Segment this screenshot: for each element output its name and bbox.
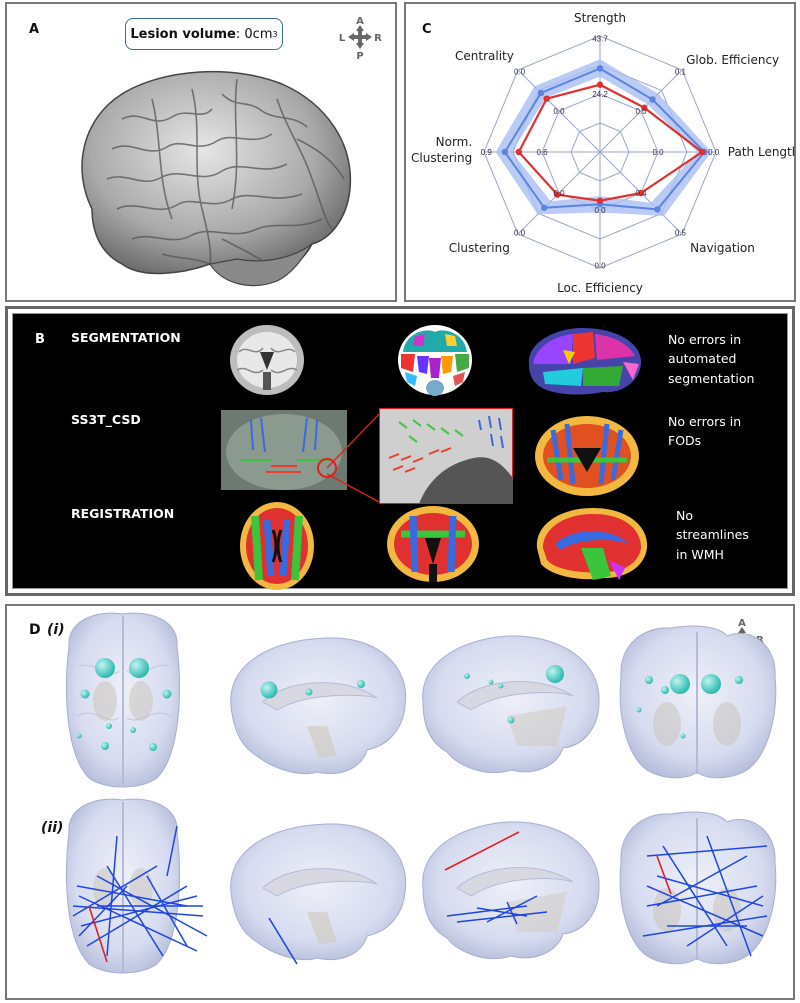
radar-axis-label: Path Length <box>728 145 794 159</box>
registration-note-line: in WMH <box>676 546 724 562</box>
radar-series-point <box>596 197 604 204</box>
radar-series-point <box>654 206 661 213</box>
segmentation-note-line: automated <box>668 351 737 367</box>
radar-series-point <box>554 191 561 198</box>
panel-d-sub-ii: (ii) <box>41 820 64 836</box>
section-ss3t-csd-title: SS3T_CSD <box>71 412 141 427</box>
radar-tick-label: 0.0 <box>514 68 526 77</box>
coronal-brain-ii <box>619 811 777 965</box>
radar-axis-label: Glob. Efficiency <box>686 53 779 67</box>
compass-arrows-icon: A P L R <box>339 16 382 62</box>
radar-axis-label: Strength <box>574 11 626 25</box>
registration-note: No streamlines in WMH <box>676 506 749 564</box>
ss3t-note-line: No errors in <box>668 414 742 429</box>
ss3t-note: No errors in FODs <box>668 412 741 451</box>
glass-brain-network-figure <box>66 612 777 974</box>
fod-zoom-image <box>379 408 513 504</box>
radar-series-point <box>637 189 645 197</box>
fod-zoom-lines <box>326 409 384 505</box>
compass-p: P <box>356 51 363 60</box>
panel-a-label: A <box>29 22 40 37</box>
radar-chart: 43.7 24.2 0.1 0.0 0.0 0.0 0.5 0.4 0.0 0.0 0.0 0.0 0.… <box>411 11 794 295</box>
panel-d: D (i) (ii) A P L R <box>5 604 795 1000</box>
radar-tick-label: 0.0 <box>594 262 606 271</box>
segmentation-note-line: No errors in <box>668 332 742 347</box>
sagittal-medial-left-brain-ii <box>230 823 407 965</box>
radar-axis-label: Centrality <box>455 49 514 63</box>
axial-top-brain-i <box>66 612 180 788</box>
sagittal-medial-left-brain-i <box>230 637 407 775</box>
segmentation-coronal-image <box>398 325 472 396</box>
brain-3d-render <box>81 70 352 287</box>
sagittal-lateral-right-brain-i <box>422 635 600 774</box>
ss3t-note-line: FODs <box>668 433 702 449</box>
radar-tick-label: 0.1 <box>675 68 687 77</box>
fod-coronal-image <box>221 410 347 490</box>
radar-tick-label: 43.7 <box>592 34 608 43</box>
radar-axis-label: Navigation <box>690 241 755 255</box>
panel-b-background: B SEGMENTATION SS3T_CSD REGISTRATION No … <box>12 313 788 590</box>
lesion-volume-exp: 3 <box>272 29 278 39</box>
orientation-compass-a: A P L R <box>337 14 383 62</box>
segmentation-note: No errors in automated segmentation <box>668 330 754 388</box>
radar-axis-label: Clustering <box>411 151 472 165</box>
axial-top-brain-ii <box>66 798 208 974</box>
radar-series-point <box>596 65 604 72</box>
panel-d-label: D <box>29 622 41 638</box>
radar-series-point <box>501 148 509 156</box>
panel-b: B SEGMENTATION SS3T_CSD REGISTRATION No … <box>5 306 795 596</box>
radar-tick-label: 0.5 <box>675 228 687 237</box>
radar-tick-label: 0.0 <box>635 107 647 116</box>
sagittal-lateral-right-brain-ii <box>422 821 600 960</box>
section-registration-title: REGISTRATION <box>71 506 175 521</box>
radar-series-point <box>641 104 648 111</box>
lesion-volume-title: Lesion volume <box>130 26 236 42</box>
registration-coronal-image <box>387 506 479 582</box>
radar-series-point <box>698 148 706 156</box>
compass-l: L <box>339 33 346 44</box>
section-segmentation-title: SEGMENTATION <box>71 330 181 345</box>
registration-note-line: No <box>676 508 693 523</box>
registration-note-line: streamlines <box>676 527 749 543</box>
panel-c-label: C <box>422 22 432 37</box>
coronal-brain-i <box>619 625 777 779</box>
segmentation-note-line: segmentation <box>668 370 755 386</box>
radar-series-point <box>596 81 604 88</box>
radar-spoke <box>599 69 683 153</box>
registration-axial-image <box>240 502 314 590</box>
radar-tick-label: 0.9 <box>481 148 493 157</box>
radar-series-point <box>537 89 545 97</box>
radar-tick-label: 0.4 <box>635 189 647 198</box>
t1-coronal-image <box>230 325 304 395</box>
compass-a: A <box>356 16 364 27</box>
radar-spoke <box>517 69 601 153</box>
panel-c: C 43.7 24.2 0.1 0.0 0.0 0.0 0.5 0.4 0.0 0.0 0.0 0.0… <box>404 2 796 302</box>
radar-tick-label: 0.0 <box>594 206 606 215</box>
lesion-volume-value: : 0cm <box>235 26 273 42</box>
radar-tick-label: 24.2 <box>592 90 608 99</box>
segmentation-3d-image <box>528 328 641 395</box>
radar-tick-label: 0.0 <box>553 189 565 198</box>
radar-series-point <box>543 95 550 102</box>
fod-colored-image <box>535 416 639 496</box>
radar-axis-label: Clustering <box>449 241 510 255</box>
radar-series-point <box>649 96 656 103</box>
radar-series-point <box>541 204 548 211</box>
radar-tick-label: 0.6 <box>536 148 548 157</box>
compass-a: A <box>738 618 746 629</box>
panel-b-label: B <box>35 332 45 347</box>
registration-sagittal-image <box>536 508 648 580</box>
compass-r: R <box>374 33 382 44</box>
radar-tick-label: 0.0 <box>708 148 720 157</box>
radar-tick-label: 0.0 <box>553 107 565 116</box>
panel-d-sub-i: (i) <box>47 622 65 638</box>
radar-confidence-band <box>495 59 712 216</box>
radar-tick-label: 0.0 <box>514 228 526 237</box>
radar-axis-label: Loc. Efficiency <box>557 281 643 295</box>
radar-tick-label: 0.0 <box>652 148 664 157</box>
radar-series-point <box>515 148 522 156</box>
radar-axis-label: Norm. <box>436 135 473 149</box>
